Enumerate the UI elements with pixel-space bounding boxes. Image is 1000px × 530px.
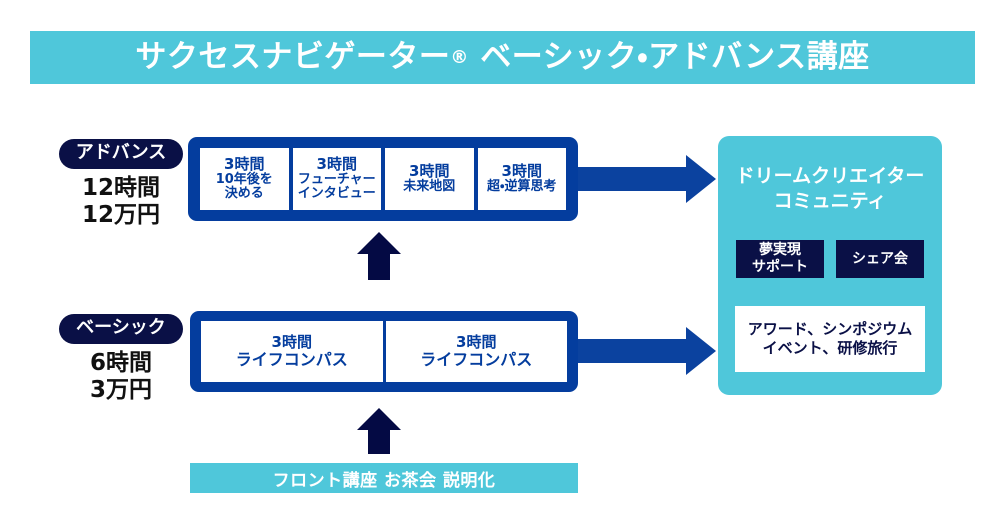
arrow-shaft <box>368 429 390 454</box>
community-panel: ドリームクリエイター コミュニティ 夢実現 サポート シェア会 アワード、シンポ… <box>718 136 942 395</box>
page-title-rest: ベーシック・アドバンス講座 <box>468 39 870 75</box>
arrow-shaft <box>578 167 688 191</box>
basic-price: 3万円 <box>89 377 152 404</box>
level-meta-advance: 12時間 12万円 <box>54 175 188 230</box>
advance-module: 3時間 10年後を 決める <box>200 148 289 210</box>
advance-hours: 12時間 <box>81 174 160 201</box>
module-hours: 3時間 <box>271 333 312 352</box>
module-name-line1: 超・逆算思考 <box>487 179 557 195</box>
advance-module: 3時間 フューチャー インタビュー <box>292 148 381 210</box>
events-line1: アワード、シンポジウム <box>747 319 913 338</box>
front-course-label: フロント講座 お茶会 説明化 <box>272 470 496 491</box>
community-title-line2: コミュニティ <box>773 189 887 212</box>
module-name-line1: ライフコンパス <box>235 349 348 369</box>
level-pill-basic: ベーシック <box>59 314 183 344</box>
chip-line1: 夢実現 <box>759 242 801 259</box>
advance-course-bar: 3時間 10年後を 決める 3時間 フューチャー インタビュー 3時間 未来地図… <box>188 137 578 221</box>
basic-module: 3時間 ライフコンパス <box>201 321 383 382</box>
arrow-up-icon-front-to-basic <box>357 408 401 454</box>
events-line2: イベント、研修旅行 <box>762 339 898 357</box>
level-pill-advance: アドバンス <box>58 139 184 169</box>
page-title: サクセスナビゲーター® ベーシック・アドバンス講座 <box>135 42 869 73</box>
advance-module: 3時間 超・逆算思考 <box>477 148 566 210</box>
module-name-line2: インタビュー <box>297 186 376 202</box>
arrow-head <box>686 155 716 203</box>
level-meta-basic: 6時間 3万円 <box>54 350 188 405</box>
module-name-line2: 決める <box>224 186 264 202</box>
module-name-line1: 未来地図 <box>403 179 456 195</box>
community-events-box: アワード、シンポジウム イベント、研修旅行 <box>735 306 925 372</box>
module-name-line1: 10年後を <box>215 171 273 187</box>
module-hours: 3時間 <box>316 155 357 174</box>
module-hours: 3時間 <box>501 162 542 181</box>
community-title-line1: ドリームクリエイター <box>735 165 925 187</box>
community-chip-row: 夢実現 サポート シェア会 <box>736 240 924 278</box>
basic-module: 3時間 ライフコンパス <box>385 321 567 382</box>
level-label-advance: アドバンス 12時間 12万円 <box>54 139 188 230</box>
module-name-line1: フューチャー <box>297 171 376 187</box>
arrow-head <box>357 408 401 430</box>
arrow-head <box>357 232 401 254</box>
arrow-shaft <box>368 253 390 280</box>
basic-hours: 6時間 <box>89 349 152 376</box>
arrow-head <box>686 327 716 375</box>
arrow-shaft <box>578 339 688 363</box>
module-name-line1: ライフコンパス <box>420 349 533 369</box>
chip-line1: シェア会 <box>852 250 908 267</box>
advance-module: 3時間 未来地図 <box>385 148 474 210</box>
arrow-up-icon-basic-to-advance <box>357 232 401 280</box>
chip-line2: サポート <box>752 259 808 275</box>
advance-price: 12万円 <box>81 202 160 229</box>
header-bar: サクセスナビゲーター® ベーシック・アドバンス講座 <box>30 31 975 84</box>
front-course-bar: フロント講座 お茶会 説明化 <box>190 463 578 493</box>
community-title: ドリームクリエイター コミュニティ <box>718 164 942 213</box>
basic-course-bar: 3時間 ライフコンパス 3時間 ライフコンパス <box>190 311 578 392</box>
module-hours: 3時間 <box>456 333 497 352</box>
module-hours: 3時間 <box>224 155 265 174</box>
registered-trademark-icon: ® <box>450 47 469 68</box>
community-chip-share: シェア会 <box>836 240 924 278</box>
module-hours: 3時間 <box>409 162 450 181</box>
community-chip-support: 夢実現 サポート <box>736 240 824 278</box>
page-title-main: サクセスナビゲーター <box>135 39 451 75</box>
level-label-basic: ベーシック 6時間 3万円 <box>54 314 188 405</box>
